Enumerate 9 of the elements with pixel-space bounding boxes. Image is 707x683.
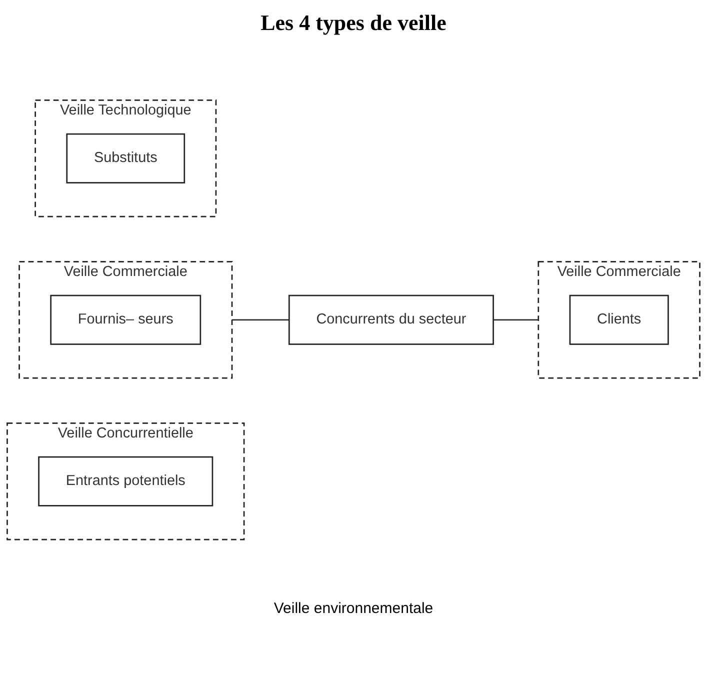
node-box: Concurrents du secteur [288,294,494,346]
connector [232,319,290,321]
caption-text: Veille environnementale [272,600,434,617]
connector [493,319,538,321]
node-box: Clients [569,294,669,346]
node-box: Substituts [66,134,186,184]
node-box: Entrants potentiels [38,456,214,506]
diagram-title: Les 4 types de veille [260,10,448,36]
node-box: Fournis– seurs [50,294,202,346]
